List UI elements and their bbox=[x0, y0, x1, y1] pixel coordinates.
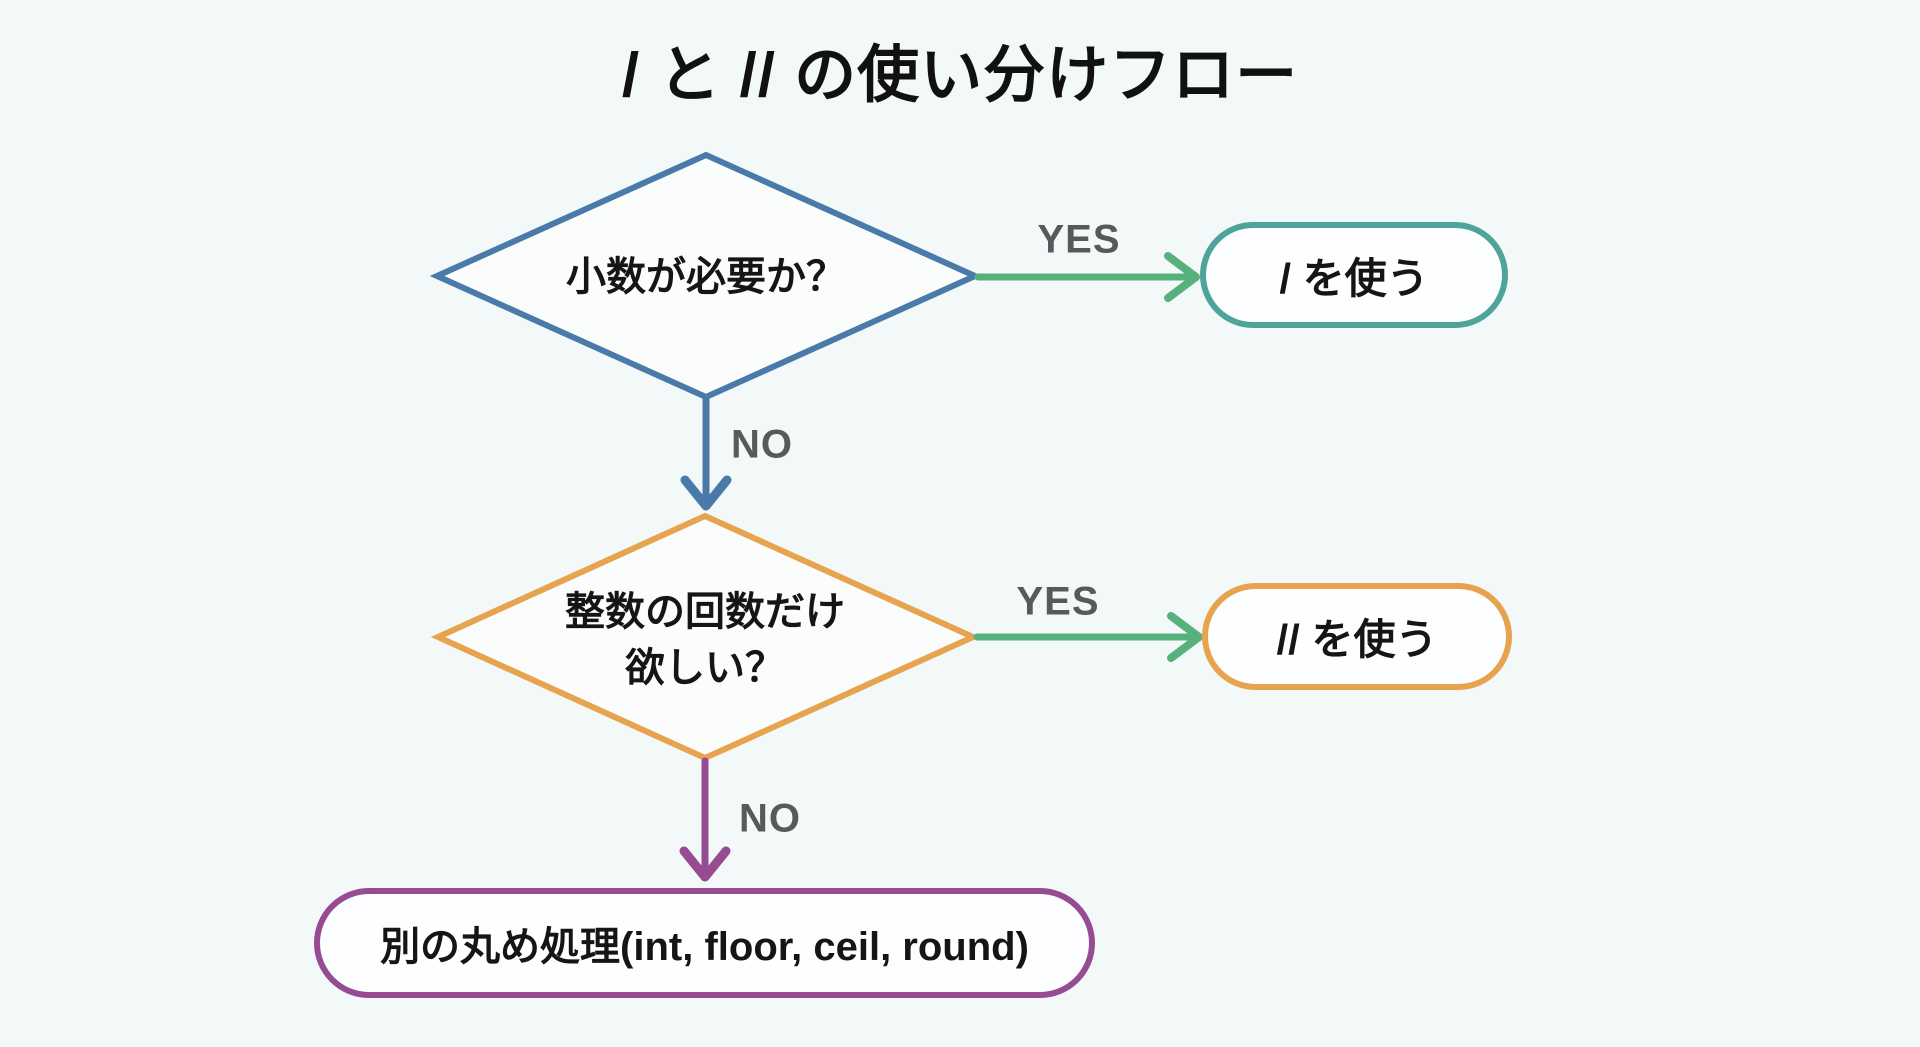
yes-label-1: YES bbox=[1037, 217, 1121, 262]
no-arrow-1-head bbox=[680, 475, 732, 511]
result-use-slash-label: / を使う bbox=[1279, 254, 1429, 302]
yes-arrow-2-head bbox=[1167, 612, 1203, 662]
result-box-use-floordiv: // を使う bbox=[1202, 583, 1512, 690]
no-label-1: NO bbox=[731, 422, 793, 467]
result-box-other-rounding: 別の丸め処理(int, floor, ceil, round) bbox=[314, 888, 1095, 998]
no-label-2: NO bbox=[739, 796, 801, 841]
result-other-rounding-label: 別の丸め処理(int, floor, ceil, round) bbox=[380, 925, 1029, 969]
page-title: / と // の使い分けフロー bbox=[621, 41, 1299, 110]
decision-need-decimal-label: 小数が必要か？ bbox=[566, 255, 846, 299]
decision-integer-count-label: 整数の回数だけ 欲しい？ bbox=[565, 590, 845, 690]
no-arrow-2-head bbox=[679, 846, 731, 882]
result-use-floordiv-label: // を使う bbox=[1276, 616, 1438, 663]
yes-label-2: YES bbox=[1016, 579, 1100, 624]
yes-arrow-1-head bbox=[1164, 252, 1200, 302]
result-box-use-slash: / を使う bbox=[1200, 222, 1508, 328]
